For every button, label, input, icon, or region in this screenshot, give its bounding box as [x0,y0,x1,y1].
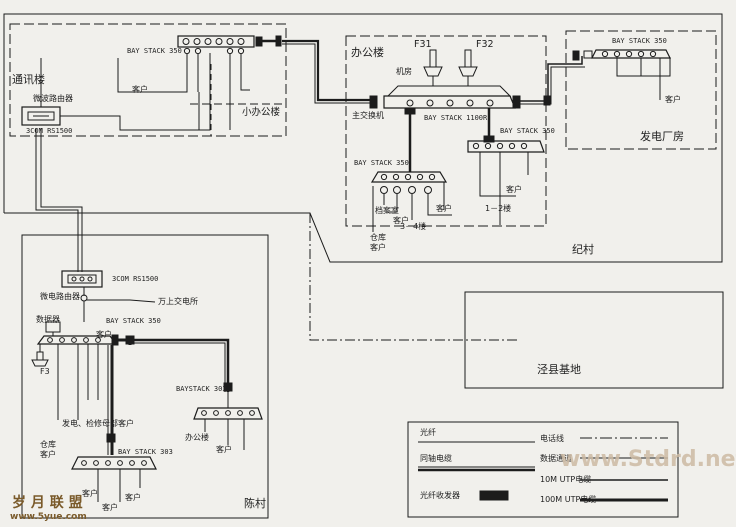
label-baystack303-right: BAYSTACK 303 [176,385,227,393]
label-small-office: 小办公楼 [242,107,281,118]
building-office [345,35,547,227]
device-f31 [423,49,443,86]
switch-baystack350-mid [370,171,448,183]
label-client-power: 客户 [665,95,681,104]
legend-utp10: 10M UTP电缆 [540,475,592,484]
legend-phone-line: 电话线 [540,434,564,443]
label-warehouse-bottom: 仓库 [40,440,56,449]
label-floor12: 1－2楼 [485,204,512,213]
label-baystack350-top: BAY STACK 350 [127,47,182,55]
label-floor34: 3－4楼 [400,222,427,231]
label-client-right: 客户 [506,185,522,194]
label-baystack303-bottom: BAY STACK 303 [118,448,173,456]
label-client-b3: 客户 [125,493,141,502]
watermark-site-url-right: www.Stdrd.net [560,447,736,472]
label-client-archive: 客户 [393,216,409,225]
label-wireless-router-top: 微波路由器 [33,94,73,103]
device-3com-bottom [61,270,103,288]
region-chencun [21,234,269,519]
legend-fiber: 光纤 [420,428,436,437]
watermark-site-logo: 岁 月 联 盟 [12,495,83,511]
label-client-office: 客户 [216,445,232,454]
label-client-wh-bottom: 客户 [40,450,56,459]
label-warehouse-top: 仓库 [370,233,386,242]
watermark-site-url-left: www.5yue.com [10,512,87,522]
fiber-path-base [309,213,520,341]
label-power-plant: 发电厂房 [640,130,684,143]
legend-utp100: 100M UTP电缆 [540,495,597,504]
label-client-bottom1: 客户 [96,330,112,339]
legend-fiber-transceiver: 光纤收发器 [420,491,460,500]
switch-baystack350-top [177,35,255,48]
label-client-wh-top: 客户 [370,243,386,252]
label-chencun: 陈村 [244,497,266,510]
legend-coax: 同轴电缆 [420,454,452,463]
label-quanxian-base: 泾县基地 [537,363,581,376]
device-f32 [458,49,478,86]
label-office-small: 办公楼 [185,433,209,442]
switch-baystack303-right [193,407,263,420]
label-jicun: 纪村 [572,243,594,256]
switch-baystack350-right [467,140,545,153]
legend-data-link: 数据通道 [540,454,572,463]
label-client-b2: 客户 [102,503,118,512]
label-archive: 档案室 [375,206,399,215]
label-baystack350-right: BAY STACK 350 [500,127,555,135]
label-wanshang-exchange: 万上交电所 [158,297,198,306]
building-comm [9,23,287,137]
label-baystack350-bottom: BAY STACK 350 [106,317,161,325]
label-client-34: 客户 [436,204,452,213]
switch-baystack303-bottom [71,456,157,470]
label-f3: F3 [40,367,50,376]
label-machine-room: 机房 [396,67,412,76]
label-baystack350-power: BAY STACK 350 [612,37,667,45]
label-f32: F32 [476,39,494,50]
label-baystack1100r: BAY STACK 1100R [424,114,488,122]
label-office-building: 办公楼 [351,46,384,59]
label-main-switch: 主交换机 [352,111,384,120]
label-f31: F31 [414,39,432,50]
label-client-top1: 客户 [132,85,148,94]
label-3com-bottom: 3COM RS1500 [112,275,159,283]
transceiver-top [255,36,263,47]
legend-symbols [418,437,668,502]
label-demodulator: 数据器 [36,315,60,324]
legend-box [407,421,679,518]
region-quanxian [464,291,724,389]
building-power [565,30,717,150]
label-wireless-router-bottom: 微电路由器 [40,292,80,301]
switch-baystack350-top-ports [182,38,245,55]
switch-1100r-ports [406,99,494,107]
device-f3 [31,344,49,367]
label-power-repair-client: 发电、检修母部客户 [62,419,134,428]
label-comm-building: 通讯楼 [12,73,45,86]
label-client-b1: 客户 [82,489,98,498]
label-baystack350-mid: BAY STACK 350 [354,159,409,167]
label-3com-top: 3COM RS1500 [26,127,73,135]
